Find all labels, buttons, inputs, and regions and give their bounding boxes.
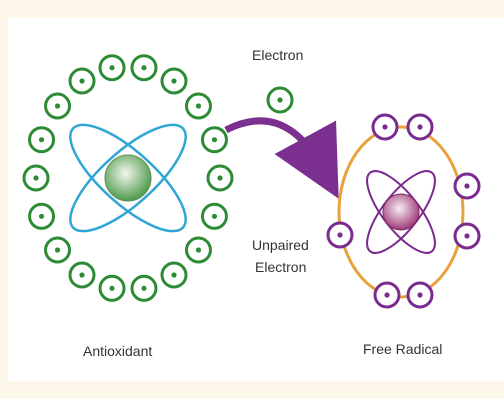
electron-label: Electron <box>252 47 303 63</box>
radical-electron <box>455 224 479 248</box>
antioxidant-electron <box>30 204 54 228</box>
radical-nucleus <box>383 194 419 230</box>
antioxidant-electron <box>132 276 156 300</box>
antioxidant-electron <box>202 128 226 152</box>
antioxidant-electron <box>100 276 124 300</box>
antioxidant-electron <box>46 238 70 262</box>
antioxidant-label: Antioxidant <box>83 343 152 359</box>
radical-electron <box>455 174 479 198</box>
antioxidant-electron <box>100 56 124 80</box>
unpaired-label-line1: Unpaired <box>252 237 309 253</box>
antioxidant-electron <box>202 204 226 228</box>
unpaired-label-line2: Electron <box>255 259 306 275</box>
antioxidant-electron <box>46 94 70 118</box>
antioxidant-electron <box>186 94 210 118</box>
radical-electron <box>408 283 432 307</box>
radical-electron <box>408 115 432 139</box>
antioxidant-electron <box>186 238 210 262</box>
transfer-arrow <box>226 121 322 168</box>
antioxidant-electron <box>24 166 48 190</box>
antioxidant-electron <box>162 263 186 287</box>
unpaired-electron <box>328 223 352 247</box>
antioxidant-electron <box>208 166 232 190</box>
free-radical-label: Free Radical <box>363 341 442 357</box>
antioxidant-electron <box>70 263 94 287</box>
antioxidant-electron <box>162 69 186 93</box>
free-electron <box>268 88 292 112</box>
antioxidant-electron <box>132 56 156 80</box>
antioxidant-electron <box>30 128 54 152</box>
diagram-panel <box>8 18 504 381</box>
antioxidant-nucleus <box>105 155 151 201</box>
radical-electron <box>373 115 397 139</box>
radical-electron <box>375 283 399 307</box>
antioxidant-electron <box>70 69 94 93</box>
